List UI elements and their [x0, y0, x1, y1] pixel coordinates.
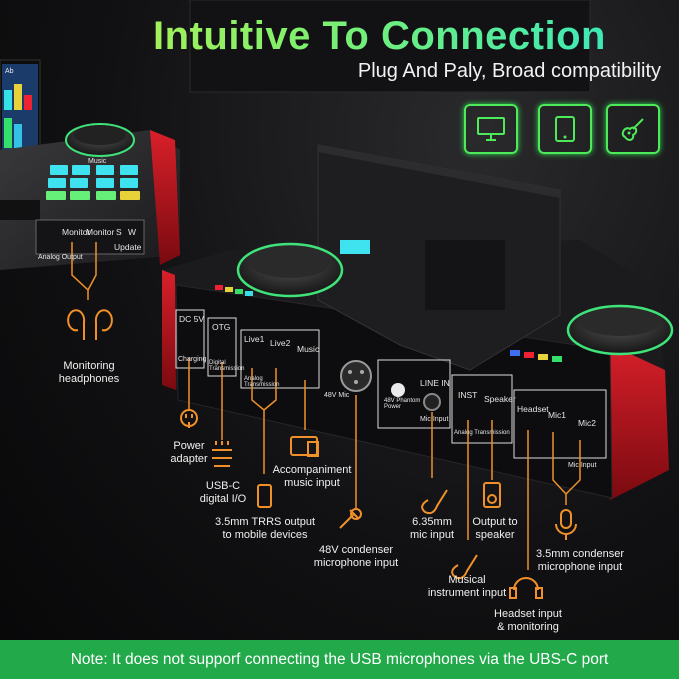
port-label-mic-input-1: Mic Input [420, 416, 449, 423]
guitar-icon [606, 104, 660, 154]
port-label-mic1: Mic1 [548, 410, 566, 420]
port-label-phantom: 48V Phantom Power [384, 398, 421, 410]
monitor-icon [464, 104, 518, 154]
callout-power-adapter: Power adapter [170, 440, 208, 465]
knob-label: Music [88, 158, 107, 165]
callout-lines [71, 242, 581, 570]
port-label-monitor-1: Monitor [62, 227, 91, 237]
port-label-charging: Charging [178, 356, 207, 363]
callout-headset: Headset input & monitoring [494, 608, 562, 633]
callout-35mm-condenser: 3.5mm condenser microphone input [535, 548, 625, 573]
port-label-live1: Live1 [244, 334, 265, 344]
port-label-line-in: LINE IN [420, 378, 450, 388]
callout-monitoring-headphones: Monitoring headphones [58, 360, 120, 385]
tablet-icon [538, 104, 592, 154]
port-label-s: S [116, 227, 122, 237]
port-label-analog-trans: Analog Transmission [454, 430, 510, 436]
main-device [162, 144, 674, 500]
port-label-w: W [128, 227, 137, 237]
port-label-digital: Digital Transmission [209, 360, 245, 372]
callout-635mm: 6.35mm mic input [409, 516, 455, 541]
callout-48v-condenser: 48V condenser microphone input [313, 544, 399, 569]
left-device [0, 59, 180, 270]
subheadline: Plug And Paly, Broad compatibility [357, 60, 661, 82]
port-label-update: Update [114, 242, 142, 252]
port-label-48v-mic: 48V Mic [324, 392, 350, 399]
callout-usbc: USB-C digital I/O [199, 480, 247, 505]
note-banner: Note: It does not supporf connecting the… [0, 640, 679, 679]
port-label-live2: Live2 [270, 338, 291, 348]
port-label-monitor-2: Monitor [86, 227, 115, 237]
port-label-speaker: Speaker [484, 394, 516, 404]
port-label-dc: DC 5V [179, 314, 205, 324]
callout-trrs: 3.5mm TRRS output to mobile devices [214, 516, 316, 541]
callout-accompaniment: Accompaniment music input [272, 464, 352, 489]
headline: Intuitive To Connection [0, 14, 679, 59]
port-label-otg: OTG [212, 322, 231, 332]
port-label-mic-input-2: Mic Input [568, 462, 597, 469]
port-label-headset: Headset [517, 404, 549, 414]
port-label-mic2: Mic2 [578, 418, 596, 428]
port-label-analog-live: Analog Transmission [244, 376, 280, 388]
port-label-inst: INST [458, 390, 478, 400]
callout-instrument: Musical instrument input [427, 574, 507, 599]
port-label-analog-output: Analog Output [38, 254, 83, 261]
screen-text: Ab [5, 68, 14, 75]
callout-speaker-output: Output to speaker [472, 516, 518, 541]
callout-icons [67, 309, 577, 599]
port-label-music: Music [297, 344, 320, 354]
